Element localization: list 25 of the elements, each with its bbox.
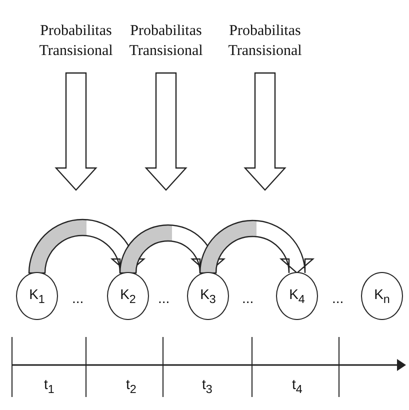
state-circle [16, 272, 58, 320]
state-label: K$_{1}$ [29, 286, 45, 306]
ellipsis: ... [158, 290, 170, 306]
probability-label: Probabilitas Transisional [128, 22, 204, 61]
state-label: K$_{4}$ [289, 286, 305, 306]
state-circle [361, 272, 403, 320]
state-label: K$_{3}$ [200, 286, 216, 306]
ellipsis: ... [72, 290, 84, 306]
ellipsis: ... [242, 290, 254, 306]
time-label: t$_{2}$ [126, 376, 136, 396]
time-label: t$_{4}$ [292, 376, 302, 396]
block-arrow [144, 72, 188, 191]
state-circle [276, 272, 318, 320]
probability-label: Probabilitas Transisional [227, 22, 303, 61]
block-arrow [244, 72, 286, 191]
time-label: t$_{1}$ [44, 376, 54, 396]
curved-arrow [199, 220, 314, 274]
time-label: t$_{3}$ [202, 376, 212, 396]
block-arrow [54, 72, 98, 191]
state-circle [187, 272, 229, 320]
state-label: K$_{n}$ [374, 286, 390, 306]
probability-label: Probabilitas Transisional [38, 22, 114, 61]
state-label: K$_{2}$ [120, 286, 136, 306]
state-circle [107, 272, 149, 320]
ellipsis: ... [332, 290, 344, 306]
